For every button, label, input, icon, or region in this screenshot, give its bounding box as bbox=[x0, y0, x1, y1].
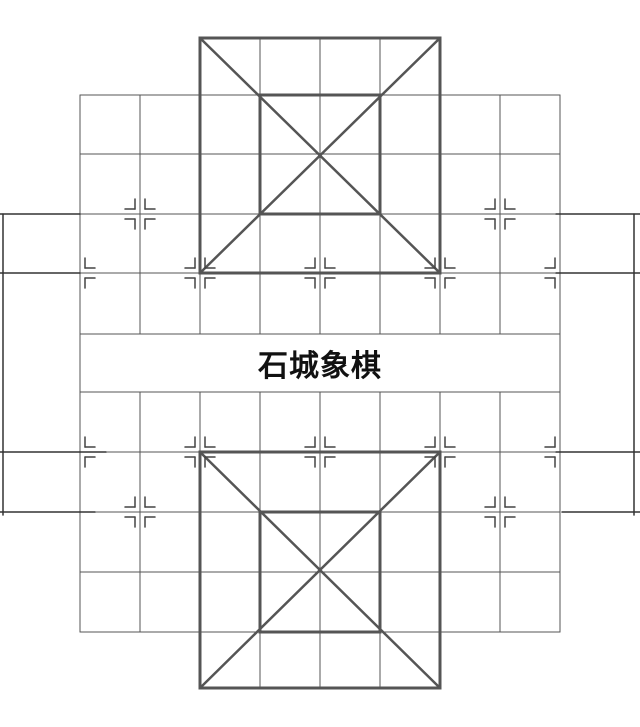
castles bbox=[198, 36, 442, 690]
castle-outer-wall bbox=[198, 36, 442, 275]
position-marker bbox=[544, 257, 556, 289]
position-marker bbox=[124, 198, 156, 230]
position-marker bbox=[424, 436, 456, 468]
position-markers bbox=[84, 198, 556, 528]
castle-diagonal bbox=[198, 36, 442, 275]
position-marker bbox=[184, 257, 216, 289]
position-marker bbox=[304, 257, 336, 289]
castle-bottom bbox=[198, 450, 442, 690]
position-marker bbox=[124, 496, 156, 528]
position-marker bbox=[184, 436, 216, 468]
position-marker bbox=[484, 496, 516, 528]
castle-top bbox=[198, 36, 442, 275]
castle-inner-wall bbox=[258, 93, 382, 216]
castle-outer-wall bbox=[198, 450, 442, 690]
position-marker bbox=[84, 257, 96, 289]
position-marker bbox=[424, 257, 456, 289]
side-wings bbox=[0, 213, 640, 516]
position-marker bbox=[484, 198, 516, 230]
position-marker bbox=[304, 436, 336, 468]
position-marker bbox=[544, 436, 556, 468]
position-marker bbox=[84, 436, 96, 468]
castle-diagonal bbox=[198, 450, 442, 690]
river-title: 石城象棋 bbox=[258, 349, 382, 384]
castle-inner-wall bbox=[258, 510, 382, 634]
